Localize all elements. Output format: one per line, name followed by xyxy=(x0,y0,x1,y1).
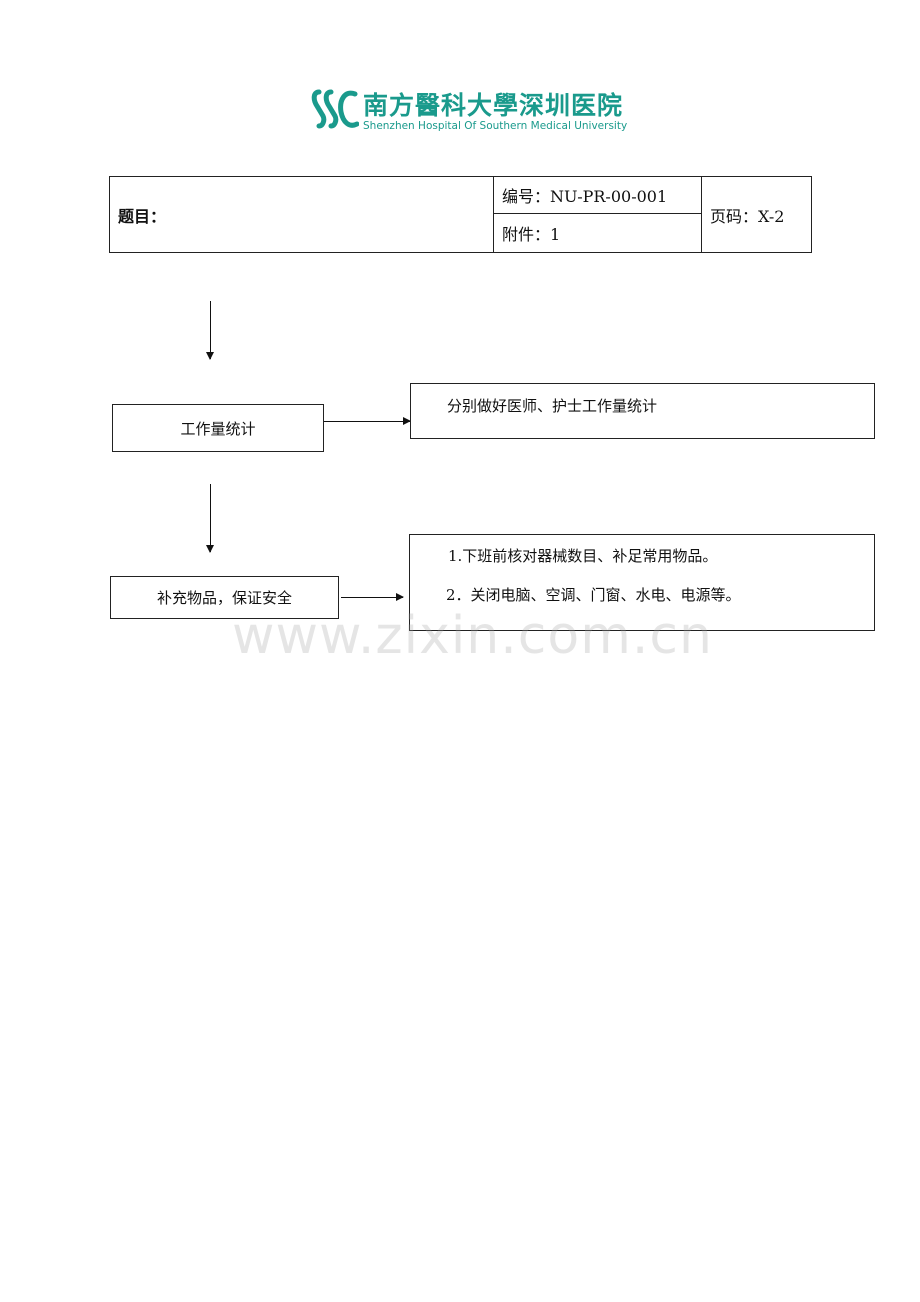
flow-arrow-down-1 xyxy=(206,301,214,360)
hospital-name-en: Shenzhen Hospital Of Southern Medical Un… xyxy=(363,120,628,132)
page-number: 页码：X-2 xyxy=(701,176,812,253)
hospital-logo-icon xyxy=(311,89,359,129)
note-restock-line-1: 1.下班前核对器械数目、补足常用物品。 xyxy=(448,547,718,565)
flow-arrow-down-2 xyxy=(206,484,214,553)
flow-arrow-right-1 xyxy=(324,417,411,425)
step-restock-safety-label: 补充物品，保证安全 xyxy=(156,589,292,607)
site-watermark: www.zixin.com.cn xyxy=(232,606,713,666)
note-workload-stats: 分别做好医师、护士工作量统计 xyxy=(410,383,875,439)
note-workload-stats-text: 分别做好医师、护士工作量统计 xyxy=(447,397,658,415)
note-restock-safety: 1.下班前核对器械数目、补足常用物品。 2．关闭电脑、空调、门窗、水电、电源等。 xyxy=(409,534,875,631)
hospital-logo: 南方醫科大學深圳医院 Shenzhen Hospital Of Southern… xyxy=(311,86,627,134)
document-header-table: 题目： 编号：NU-PR-00-001 页码：X-2 附件：1 xyxy=(109,175,812,253)
document-number: 编号：NU-PR-00-001 xyxy=(493,175,702,215)
step-workload-stats-label: 工作量统计 xyxy=(180,419,256,438)
step-restock-safety: 补充物品，保证安全 xyxy=(110,576,339,619)
hospital-name-cn: 南方醫科大學深圳医院 xyxy=(363,91,624,120)
title-label: 题目： xyxy=(109,176,494,253)
step-workload-stats: 工作量统计 xyxy=(112,404,324,452)
attachment-count: 附件：1 xyxy=(493,213,702,253)
flow-arrow-right-2 xyxy=(341,593,404,601)
note-restock-line-2: 2．关闭电脑、空调、门窗、水电、电源等。 xyxy=(446,586,741,604)
